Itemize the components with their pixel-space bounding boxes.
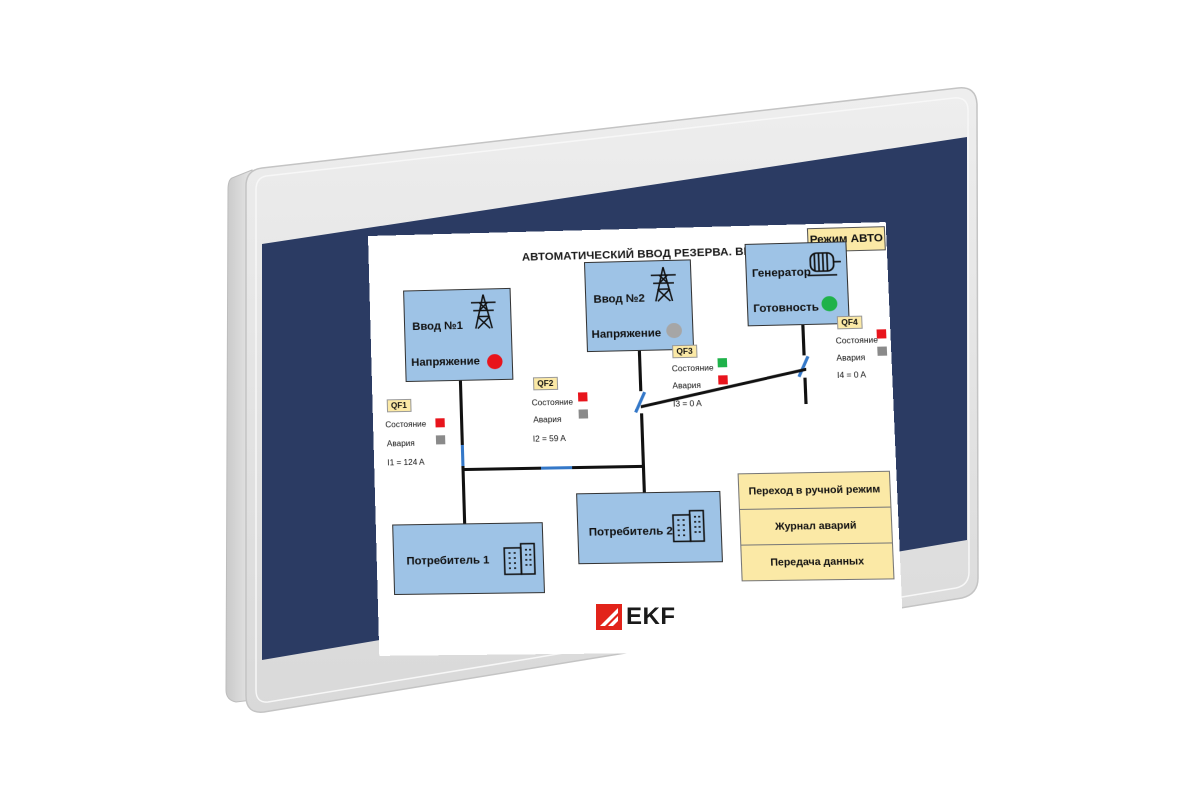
qf3-tag: QF3 <box>672 344 698 359</box>
qf2-current: I2 = 59 A <box>532 433 566 444</box>
manual-mode-button[interactable]: Переход в ручной режим <box>738 471 891 510</box>
wire-input2-down <box>637 350 643 392</box>
building-icon <box>669 506 708 543</box>
input-1-box[interactable]: Ввод №1 Напряжение <box>403 287 514 383</box>
qf3-state-indicator <box>717 358 728 368</box>
generator-ready-lamp <box>821 295 838 312</box>
qf2-alarm-indicator <box>578 409 589 419</box>
qf1-alarm-indicator <box>435 435 446 445</box>
input-2-voltage-lamp <box>666 322 683 339</box>
data-transfer-button[interactable]: Передача данных <box>770 556 865 569</box>
input-2-label: Ввод №2 <box>593 292 646 306</box>
wire-generator-down <box>801 325 806 356</box>
generator-label: Генератор <box>751 266 812 280</box>
qf3-state-label: Состояние <box>671 363 714 374</box>
qf1-alarm-label: Авария <box>386 438 415 449</box>
building-icon <box>501 539 539 576</box>
ekf-logo-icon <box>596 604 622 630</box>
hmi-screen: АВТОМАТИЧЕСКИЙ ВВОД РЕЗЕРВА. ВРУ №1477 Р… <box>368 222 904 656</box>
brand-name: EKF <box>626 603 676 630</box>
qf1-state-label: Состояние <box>385 419 427 430</box>
input-2-status-label: Напряжение <box>591 327 662 341</box>
input-2-box[interactable]: Ввод №2 Напряжение <box>583 259 695 353</box>
wire-input2-lower <box>640 413 646 493</box>
consumer-2-box[interactable]: Потребитель 2 <box>576 490 723 565</box>
qf3-alarm-indicator <box>718 375 728 385</box>
consumer-1-label: Потребитель 1 <box>406 554 490 568</box>
qf4-state-label: Состояние <box>835 335 879 346</box>
power-tower-icon <box>647 265 680 304</box>
qf3-current: I3 = 0 A <box>672 399 702 409</box>
qf4-switch-contact <box>797 355 810 378</box>
bus-right <box>640 367 807 409</box>
qf1-tag: QF1 <box>386 398 412 413</box>
qf3-switch-contact <box>634 391 647 414</box>
qf4-alarm-indicator <box>877 346 888 356</box>
ekf-logo: EKF <box>596 603 676 631</box>
qf4-alarm-label: Авария <box>836 353 866 363</box>
qf2-state-label: Состояние <box>531 397 574 408</box>
qf2-switch-contact <box>540 466 573 470</box>
qf4-state-indicator <box>876 329 887 339</box>
input-1-voltage-lamp <box>486 353 503 370</box>
qf1-state-indicator <box>435 418 445 428</box>
qf1-switch-contact <box>460 444 465 467</box>
qf3-alarm-label: Авария <box>672 380 702 391</box>
input-1-label: Ввод №1 <box>412 319 464 334</box>
consumer-2-label: Потребитель 2 <box>588 525 674 539</box>
qf4-tag: QF4 <box>836 315 863 330</box>
qf2-tag: QF2 <box>532 376 558 391</box>
qf1-current: I1 = 124 A <box>387 457 425 468</box>
generator-icon <box>803 246 844 277</box>
bus-middle <box>572 464 646 470</box>
qf2-state-indicator <box>577 392 588 402</box>
qf4-current: I4 = 0 A <box>836 370 867 381</box>
generator-status-label: Готовность <box>753 301 820 316</box>
generator-box[interactable]: Генератор Готовность <box>744 241 850 327</box>
wire-input1-lower <box>461 466 467 527</box>
qf2-alarm-label: Авария <box>533 414 562 425</box>
power-tower-icon <box>468 292 500 331</box>
consumer-1-box[interactable]: Потребитель 1 <box>392 522 545 596</box>
input-1-status-label: Напряжение <box>411 355 481 369</box>
menu-panel: Переход в ручной режим Журнал аварий Пер… <box>737 470 895 582</box>
alarm-log-button[interactable]: Журнал аварий <box>739 507 892 546</box>
wire-generator-lower <box>803 377 808 405</box>
wire-input1-down <box>458 380 464 445</box>
bus-left <box>462 466 542 472</box>
